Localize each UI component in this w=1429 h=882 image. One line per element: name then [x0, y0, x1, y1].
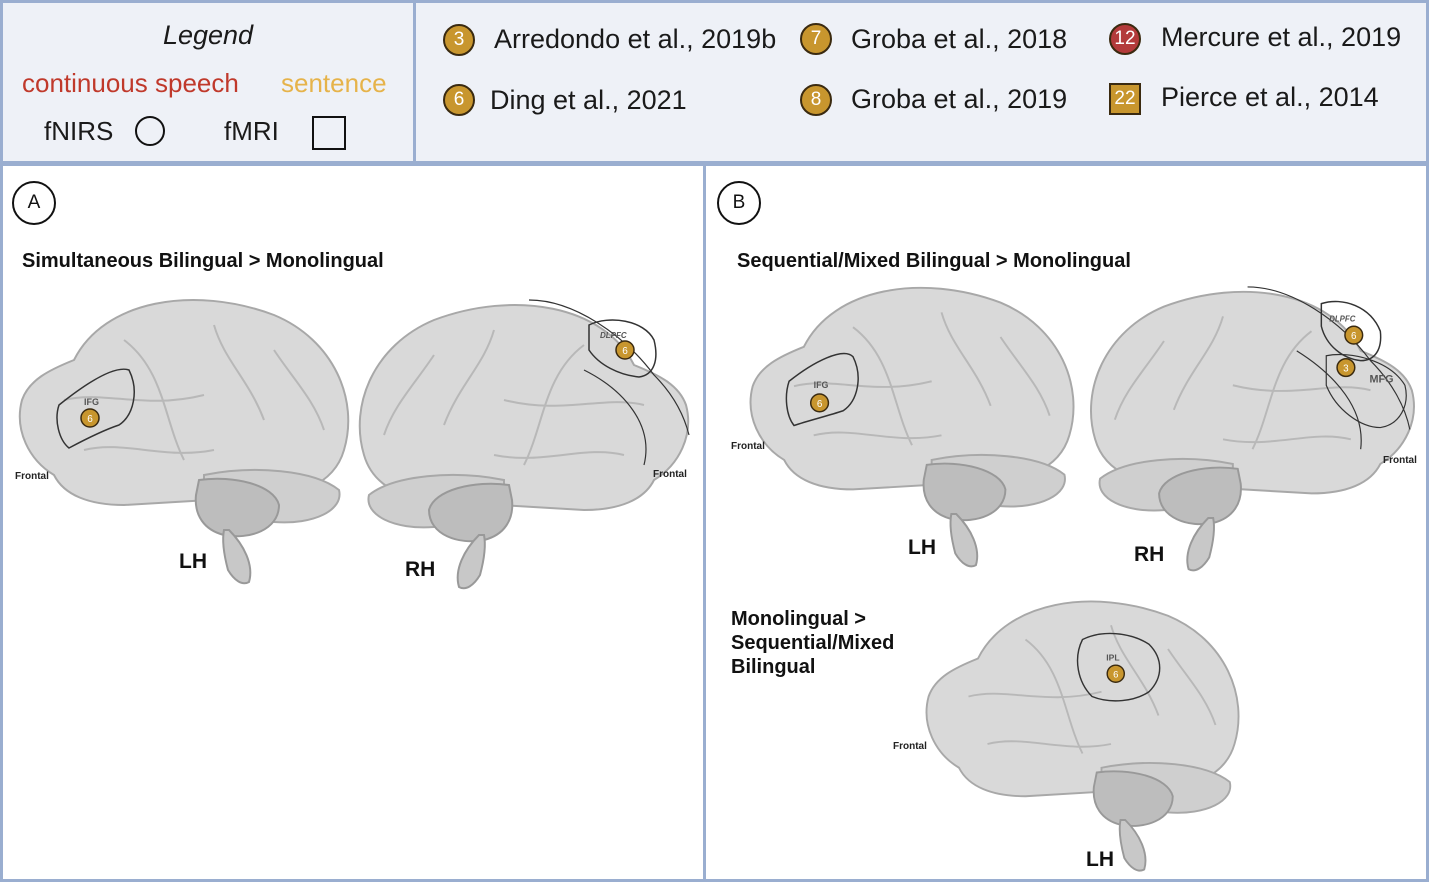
- brain-b-rh: DLPFC 6 3 MFG: [1090, 286, 1415, 572]
- frontal-label: Frontal: [731, 441, 765, 452]
- legend-fnirs-label: fNIRS: [44, 116, 114, 146]
- panel-b-contrast2-heading: Monolingual > Sequential/Mixed Bilingual: [731, 607, 894, 679]
- contrast2-heading-line: Sequential/Mixed: [731, 632, 895, 654]
- region-label-dlpfc: DLPFC: [600, 331, 627, 340]
- panel-a: [0, 163, 706, 882]
- study-marker-6: [1344, 325, 1364, 345]
- hemisphere-label-lh: LH: [1086, 848, 1114, 871]
- ref-marker-7: 7: [800, 23, 832, 55]
- hemisphere-label-lh: LH: [179, 550, 207, 573]
- brain-b-lh-contrast2: IPL 6: [925, 600, 1240, 872]
- frontal-label: Frontal: [15, 471, 49, 482]
- study-marker-number: 6: [1351, 331, 1357, 342]
- hemisphere-label-lh: LH: [908, 536, 936, 559]
- study-marker-6: [80, 408, 100, 428]
- region-label-ipl: IPL: [1106, 652, 1119, 662]
- legend-fmri-label: fMRI: [224, 116, 279, 146]
- ref-marker-8: 8: [800, 84, 832, 116]
- ref-label-pierce: Pierce et al., 2014: [1161, 82, 1379, 112]
- region-label-dlpfc: DLPFC: [1329, 314, 1356, 323]
- study-marker-6: [1106, 664, 1126, 683]
- legend-continuous-speech: continuous speech: [22, 68, 239, 98]
- hemisphere-label-rh: RH: [405, 558, 436, 581]
- study-marker-number: 6: [622, 346, 628, 357]
- hemisphere-label-rh: RH: [1134, 543, 1165, 566]
- fnirs-circle-symbol: [135, 116, 165, 146]
- frontal-label: Frontal: [893, 741, 927, 752]
- study-marker-6: [615, 340, 635, 360]
- frontal-label: Frontal: [653, 469, 687, 480]
- study-marker-6: [809, 393, 830, 413]
- legend-sentence: sentence: [281, 68, 387, 98]
- brain-b-lh: IFG 6: [749, 286, 1075, 568]
- contrast2-heading-line: Monolingual >: [731, 608, 866, 630]
- ref-label-groba-2018: Groba et al., 2018: [851, 24, 1068, 54]
- contrast2-heading-line: Bilingual: [731, 656, 816, 678]
- ref-marker-6: 6: [443, 84, 475, 116]
- references-panel: [413, 0, 1429, 164]
- study-marker-number: 6: [1113, 670, 1118, 681]
- ref-label-groba-2019: Groba et al., 2019: [851, 84, 1068, 114]
- ref-label-arredondo: Arredondo et al., 2019b: [494, 24, 777, 54]
- ref-label-ding: Ding et al., 2021: [490, 85, 687, 115]
- frontal-label: Frontal: [1383, 455, 1417, 466]
- ref-marker-12: 12: [1109, 23, 1141, 55]
- region-label-mfg: MFG: [1370, 373, 1394, 385]
- panel-a-letter: A: [12, 181, 56, 225]
- panel-b-heading: Sequential/Mixed Bilingual > Monolingual: [737, 250, 1131, 272]
- fmri-square-symbol: [312, 116, 346, 150]
- study-marker-number: 6: [87, 414, 93, 425]
- brain-a-lh: IFG 6: [18, 299, 350, 585]
- ref-marker-22: 22: [1109, 83, 1141, 115]
- panel-b-letter: B: [717, 181, 761, 225]
- ref-label-mercure: Mercure et al., 2019: [1161, 22, 1402, 52]
- brain-a-rh: DLPFC 6: [358, 299, 690, 590]
- legend-panel: [0, 0, 416, 164]
- study-marker-number: 6: [817, 399, 823, 410]
- region-label-ifg: IFG: [814, 380, 829, 390]
- panel-a-heading: Simultaneous Bilingual > Monolingual: [22, 250, 384, 272]
- study-marker-number: 3: [1343, 363, 1349, 374]
- ref-marker-3: 3: [443, 24, 475, 56]
- legend-title: Legend: [162, 20, 254, 50]
- region-label-ifg: IFG: [84, 397, 99, 407]
- study-marker-3: [1336, 357, 1356, 378]
